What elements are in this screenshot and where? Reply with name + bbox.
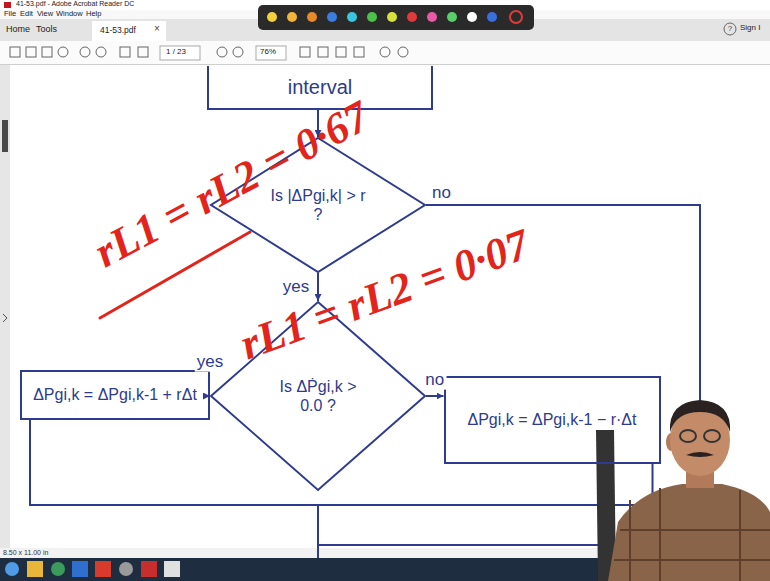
help-icon [724,23,736,35]
annotation-tool [427,12,437,22]
annotation-tool [267,12,277,22]
zoom-box [256,46,286,60]
toolbar-icon [380,47,390,57]
side-strip [0,65,10,548]
toolbar-icon [336,47,346,57]
node-text: ΔPgi,k = ΔPgi,k-1 + rΔt [33,385,197,404]
toolbar-icon [10,47,20,57]
toolbar-icon [138,47,148,57]
page [10,65,770,548]
start-button [5,562,19,576]
process-box: ΔPgi,k = ΔPgi,k-1 − r·Δt [444,376,661,464]
handwritten-note: rL1 = rL2 = 0·07 [234,220,535,369]
taskbar-icon [72,561,88,577]
toolbar-icon [217,47,227,57]
taskbar-icon [141,561,157,577]
toolbar-icon [58,47,68,57]
window-title: 41-53.pdf - Adobe Acrobat Reader DC [16,0,134,8]
sign-in-link: Sign I [740,24,760,33]
zoom-level: 76% [260,48,276,57]
node-text: Is |ΔPgi,k| > r ? [268,186,368,224]
node-text: Is ΔṖgi,k > 0.0 ? [268,377,368,415]
flow-line [317,505,319,558]
annotation-toolbar [258,5,534,30]
toolbar-icon [120,47,130,57]
node-text: interval [288,75,352,99]
taskbar-icon [27,561,43,577]
toolbar-icon [300,47,310,57]
toolbar-icon [42,47,52,57]
taskbar-icon [95,561,111,577]
annotation-tool [407,12,417,22]
tab-name: Tools [36,25,57,35]
toolbar-icon [318,47,328,57]
taskbar-icon [51,562,65,576]
toolbar-icon [96,47,106,57]
menu-item: File [4,10,16,18]
annotation-tool [287,12,297,22]
toolbar-icon [233,47,243,57]
page-number: 1 / 23 [166,48,186,57]
hair [670,400,730,432]
annotation-tool [447,12,457,22]
glasses [704,430,720,442]
annotation-tool [347,12,357,22]
flow-arrow [426,395,444,397]
close-mark: × [154,23,160,34]
help-mark: ? [728,25,732,34]
document-tab [92,21,166,41]
page-number-box [160,46,200,60]
menu-item: Edit [20,10,33,18]
mustache [686,452,714,457]
annotation-tool [367,12,377,22]
menu-item: Window [56,10,83,18]
side-arrow [3,314,7,322]
app-icon [4,2,11,8]
side-tab [2,120,8,152]
toolbar-icon [354,47,364,57]
annotation-tool [487,12,497,22]
shirt-check [614,488,770,581]
page-size: 8.50 x 11.00 in [3,549,48,557]
toolbar-icon [80,47,90,57]
flow-line [30,420,318,505]
branch-label: no [432,184,451,203]
branch-label: yes [195,353,225,372]
annotation-tool [510,11,522,23]
tool-bar [0,41,770,64]
branch-label: no [423,371,446,390]
node-text: ΔPgi,k = ΔPgi,k-1 − r·Δt [468,410,637,429]
toolbar-icon [398,47,408,57]
annotation-tool [387,12,397,22]
glasses [680,430,696,442]
tab-name: Home [6,25,30,35]
toolbar-rule [0,64,770,65]
toolbar-icon [26,47,36,57]
taskbar-icon [164,561,180,577]
annotation-tool [307,12,317,22]
annotation-tool [327,12,337,22]
branch-label: yes [281,278,311,297]
menu-item: Help [86,10,101,18]
shirt [608,484,770,581]
menu-item: View [37,10,53,18]
annotation-tool [467,12,477,22]
handwritten-note: rL1 = rL2 = 0·67 [87,92,377,277]
tab-name: 41-53.pdf [100,26,136,35]
process-box: ΔPgi,k = ΔPgi,k-1 + rΔt [20,370,210,420]
taskbar-icon [119,562,133,576]
process-box: interval [207,66,433,110]
